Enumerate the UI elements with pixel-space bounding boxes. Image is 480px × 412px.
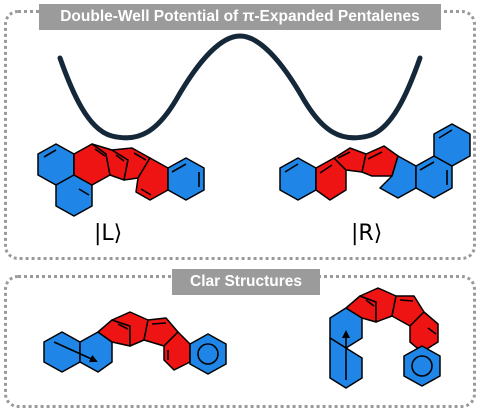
clar-left-sextet-ring xyxy=(197,343,219,365)
ring-right-e xyxy=(433,123,471,167)
top-panel-title: Double-Well Potential of π-Expanded Pent… xyxy=(39,4,441,30)
clar-left-ring-e xyxy=(189,333,227,375)
state-left-label: |L⟩ xyxy=(94,221,122,246)
clar-right-ring-e xyxy=(403,345,441,387)
state-right-label: |R⟩ xyxy=(351,221,382,246)
bond-lines-left xyxy=(43,148,200,196)
clar-right-sextet-ring xyxy=(411,355,433,377)
clar-structure-left xyxy=(43,311,227,375)
clar-left-migration-arrow xyxy=(53,341,98,363)
clar-right-ring-d xyxy=(409,311,439,353)
double-well-curve xyxy=(57,33,423,141)
molecule-left-state xyxy=(37,143,205,217)
clar-structure-right xyxy=(329,287,441,389)
bond-lines-right xyxy=(284,129,453,185)
bottom-panel-title: Clar Structures xyxy=(172,269,320,295)
